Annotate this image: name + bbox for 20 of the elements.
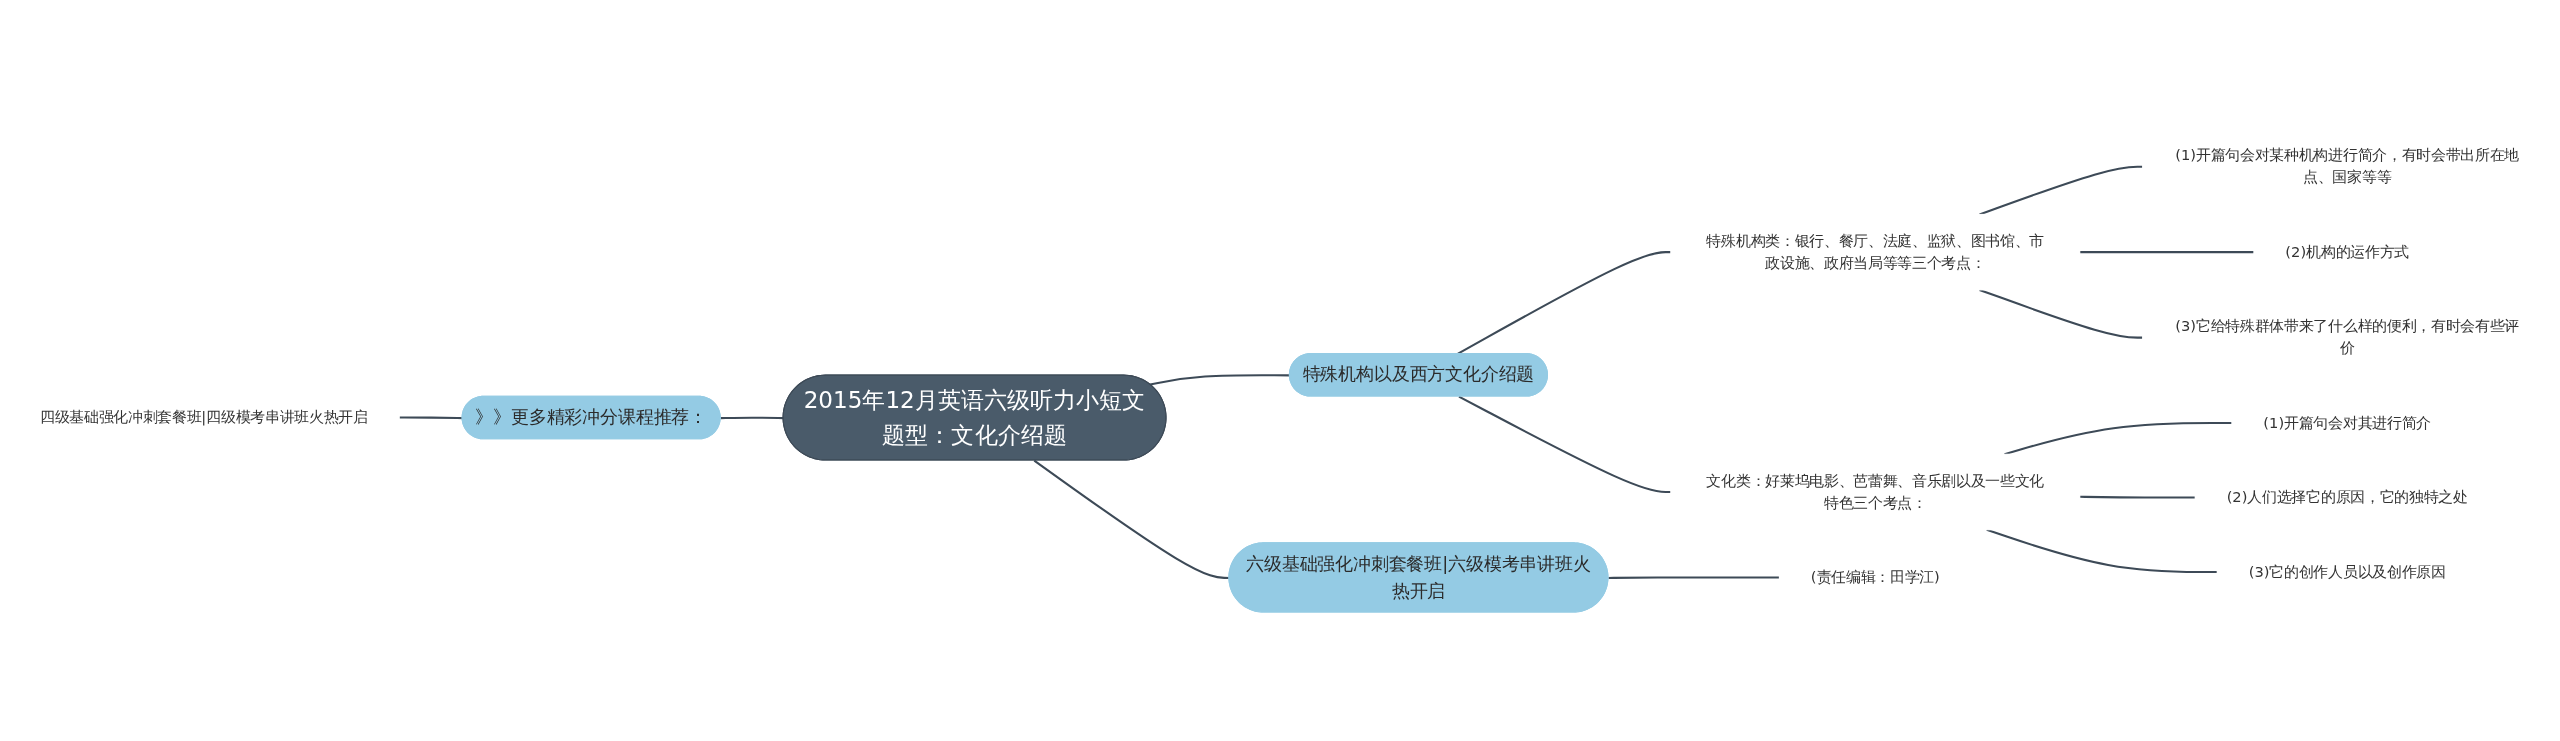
connector: [720, 416, 784, 420]
connector: [2004, 422, 2232, 456]
node-text: (2)机构的运作方式: [2285, 243, 2409, 261]
node-text: (1)开篇句会对其进行简介: [2263, 414, 2431, 431]
connector: [1979, 288, 2143, 339]
connector: [2079, 495, 2196, 499]
connector: [1458, 395, 1671, 494]
connector: [399, 416, 463, 420]
connector: [1986, 528, 2218, 573]
node-text: (2)人们选择它的原因，它的独特之处: [2226, 488, 2468, 506]
node-text: (责任编辑：田学江): [1810, 568, 1940, 586]
node-text: (1)开篇句会对某种机构进行简介，有时会带出所在地点、国家等等: [2175, 146, 2520, 186]
connector: [1979, 165, 2143, 216]
connector: [2079, 251, 2254, 254]
node-text: (3)它的创作人员以及创作原因: [2248, 563, 2446, 580]
node-text: (3)它给特殊群体带来了什么样的便利，有时会有些评价: [2175, 317, 2520, 357]
node-text: 特殊机构类：银行、餐厅、法庭、监狱、图书馆、市政设施、政府当局等等三个考点：: [1706, 232, 2045, 272]
node-text: 四级基础强化冲刺套餐班|四级模考串讲班火热开启: [39, 408, 368, 426]
node-text: 文化类：好莱坞电影、芭蕾舞、音乐剧以及一些文化特色三个考点：: [1706, 472, 2045, 511]
connector: [1608, 576, 1780, 580]
